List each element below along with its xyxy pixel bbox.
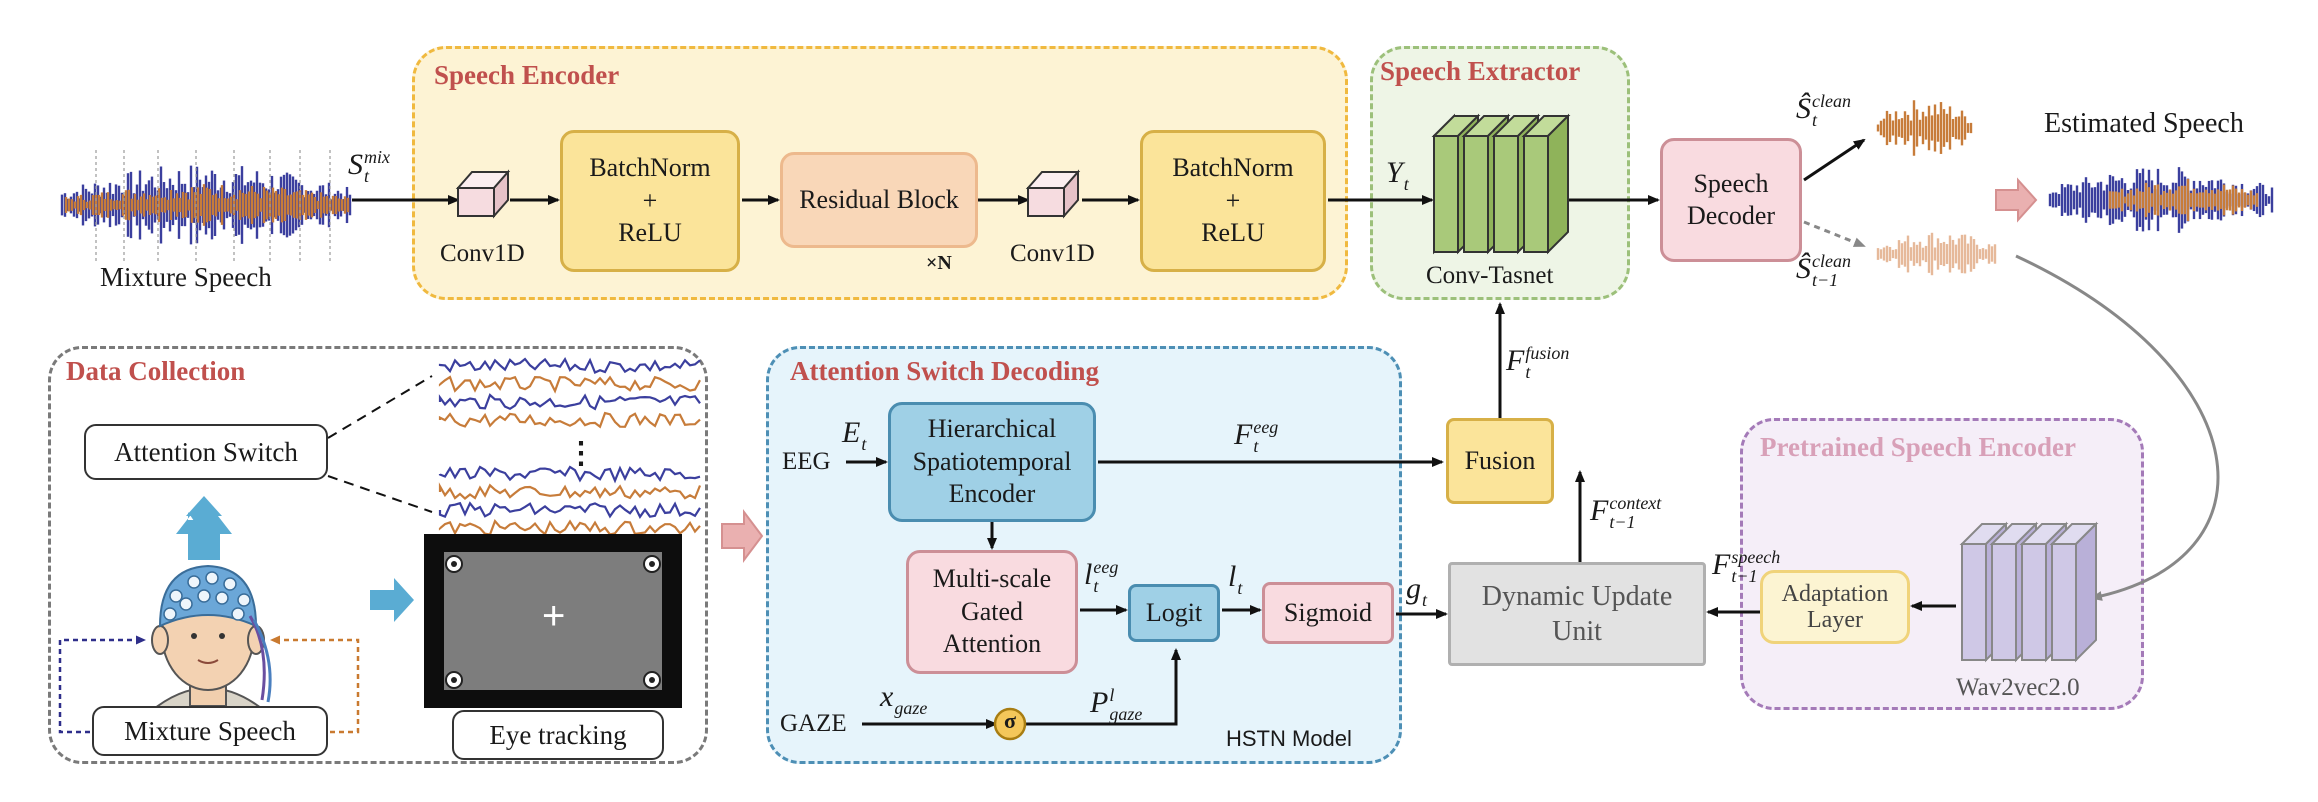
conv-tasnet-label: Conv-Tasnet xyxy=(1426,262,1554,289)
attention-switch-decoding-title: Attention Switch Decoding xyxy=(790,356,1099,386)
conv1d-cube-2 xyxy=(1025,169,1081,219)
adaptation-layer: Adaptation Layer xyxy=(1760,570,1910,644)
conv1d-label-2: Conv1D xyxy=(1010,240,1095,267)
right-arrow-icon xyxy=(370,578,414,622)
crosshair-icon: + xyxy=(542,594,566,638)
sigma-circle xyxy=(993,707,1027,741)
speech-encoder-title: Speech Encoder xyxy=(434,60,620,90)
eeg-trace-5 xyxy=(438,465,701,484)
gaze-label: GAZE xyxy=(780,710,847,737)
batchnorm-relu-block-2: BatchNorm + ReLU xyxy=(1140,130,1326,272)
attention-switch-pill: Attention Switch xyxy=(84,424,328,480)
clean-speech-prev-wave xyxy=(1876,232,1997,276)
fusion-block: Fusion xyxy=(1446,418,1554,504)
y-t-symbol: Y t xyxy=(1386,155,1409,194)
mixture-speech-wave-orange xyxy=(64,184,350,226)
times-n-label: ×N xyxy=(926,252,952,274)
output-arrow-icon xyxy=(1995,177,2038,223)
x-gaze-symbol: x gaze xyxy=(880,679,928,718)
conv-tasnet-stack xyxy=(1431,113,1571,255)
estimated-speech-label: Estimated Speech xyxy=(2044,108,2244,139)
estimated-speech-wave-orange xyxy=(2108,178,2259,222)
sigmoid-block: Sigmoid xyxy=(1262,582,1394,644)
eeg-trace-4 xyxy=(438,411,701,429)
wave-separators xyxy=(95,150,331,262)
eeg-trace-3 xyxy=(438,393,701,411)
wav2vec-stack xyxy=(1959,521,2099,663)
hstn-model-label: HSTN Model xyxy=(1226,726,1352,751)
conv1d-cube-1 xyxy=(455,169,511,219)
mixture-speech-pill: Mixture Speech xyxy=(92,706,328,756)
e-t-symbol: E t xyxy=(842,415,867,454)
data-collection-title: Data Collection xyxy=(66,356,246,386)
hierarchical-spatiotemporal-encoder: Hierarchical Spatiotemporal Encoder xyxy=(888,402,1096,522)
eeg-trace-2 xyxy=(438,375,701,394)
residual-block: Residual Block xyxy=(780,152,978,248)
eeg-label: EEG xyxy=(782,448,831,475)
speech-extractor-title: Speech Extractor xyxy=(1380,56,1581,86)
speech-decoder-block: Speech Decoder xyxy=(1660,138,1802,262)
pink-arrow-icon xyxy=(721,509,764,563)
eeg-trace-8 xyxy=(438,518,701,536)
eye-tracking-pill: Eye tracking xyxy=(452,710,664,760)
eeg-trace-6 xyxy=(438,482,702,500)
multiscale-gated-attention: Multi-scale Gated Attention xyxy=(906,550,1078,674)
eeg-trace-7 xyxy=(438,501,701,519)
wav2vec-label: Wav2vec2.0 xyxy=(1956,674,2080,701)
pretrained-speech-encoder-title: Pretrained Speech Encoder xyxy=(1760,432,2076,462)
eeg-trace-1 xyxy=(438,356,701,374)
l-t-symbol: l t xyxy=(1228,559,1243,598)
dynamic-update-unit: Dynamic Update Unit xyxy=(1448,562,1706,666)
conv1d-label-1: Conv1D xyxy=(440,240,525,267)
logit-block: Logit xyxy=(1128,584,1220,642)
person-eeg-cap-icon xyxy=(149,564,272,729)
g-t-symbol: g t xyxy=(1406,571,1428,610)
clean-speech-wave xyxy=(1876,100,1973,156)
batchnorm-relu-block-1: BatchNorm + ReLU xyxy=(560,130,740,272)
eeg-more-channels-dots: ⋮ xyxy=(566,437,596,470)
sigma-symbol: σ xyxy=(1004,708,1016,733)
mixture-speech-top-label: Mixture Speech xyxy=(100,262,272,292)
